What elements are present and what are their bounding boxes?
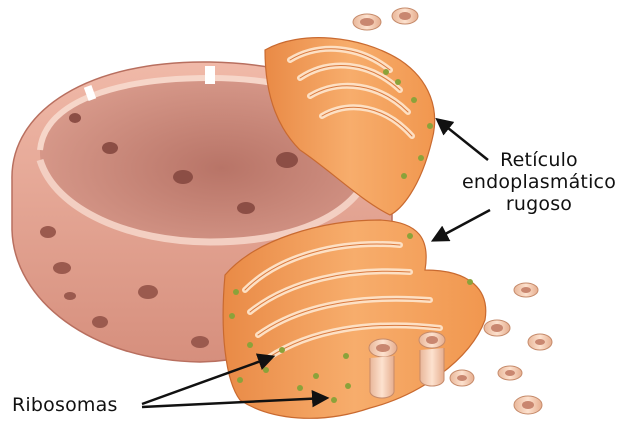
rer-label-line3: rugoso bbox=[447, 193, 631, 215]
rer-label: Retículo endoplasmático rugoso bbox=[447, 149, 631, 215]
rer-lower-stack bbox=[223, 220, 486, 418]
ribosomes-label: Ribosomas bbox=[12, 394, 118, 416]
rer-label-line2: endoplasmático bbox=[447, 171, 631, 193]
rer-label-line1: Retículo bbox=[447, 149, 631, 171]
